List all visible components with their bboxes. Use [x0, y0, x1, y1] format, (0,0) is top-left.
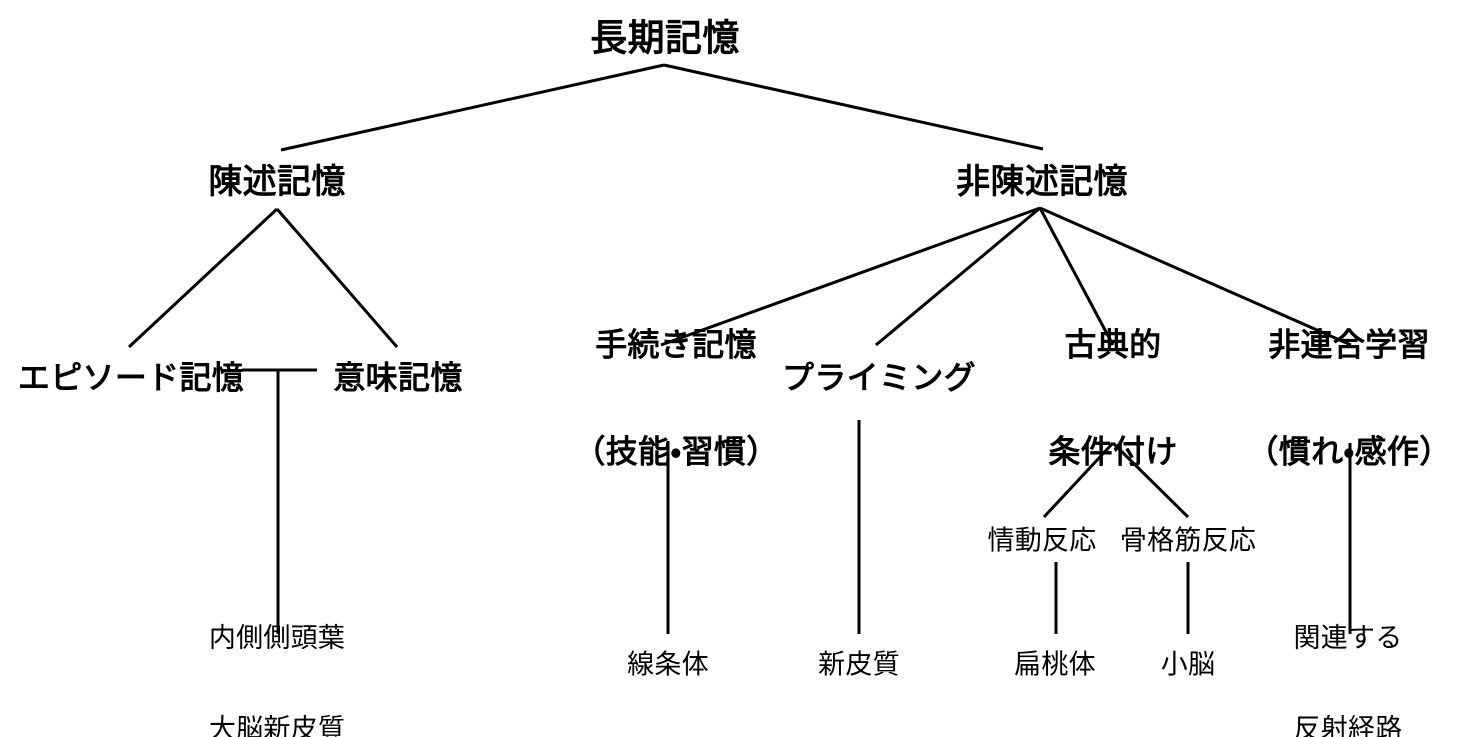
node-nonassociative-learning: 非連合学習 （慣れ・感作） [1246, 256, 1451, 543]
leaf-label-line2: 大脳新皮質 [208, 714, 346, 737]
node-long-term-memory: 長期記憶 [590, 0, 739, 142]
edge-classical-to-skeletal [1111, 441, 1190, 519]
edge-nondeclarative-to-classical [1038, 207, 1115, 346]
node-declarative-memory: 陳述記憶 [208, 87, 345, 277]
leaf-label-line1: 関連する [1293, 623, 1403, 654]
leaf-label: 線条体 [627, 649, 709, 680]
node-label-line1: 手続き記憶 [595, 326, 757, 363]
edge-root-to-nondeclarative [663, 63, 1044, 151]
node-label-line1: 非連合学習 [1268, 326, 1430, 363]
node-label: 非陳述記憶 [956, 162, 1128, 201]
edge-nondeclarative-to-priming [875, 206, 1041, 347]
edge-classical-to-emotional [1042, 441, 1115, 519]
node-emotional-response: 情動反応 [987, 465, 1096, 616]
node-classical-conditioning: 古典的 条件付け [1048, 256, 1177, 543]
node-label: エピソード記憶 [17, 359, 245, 396]
leaf-neocortex: 新皮質 [818, 589, 900, 737]
node-label: 情動反応 [987, 525, 1097, 556]
node-skeletal-muscle-response: 骨格筋反応 [1120, 465, 1256, 616]
leaf-striatum: 線条体 [627, 589, 709, 737]
node-label-line2: 条件付け [1048, 433, 1178, 470]
node-label: 陳述記憶 [208, 162, 346, 201]
leaf-label: 扁桃体 [1014, 649, 1096, 680]
node-label: 意味記憶 [333, 359, 463, 396]
leaf-reflex-pathways: 関連する 反射経路 [1293, 563, 1402, 737]
edge-nondeclarative-to-nonassociative [1039, 206, 1352, 347]
leaf-amygdala: 扁桃体 [1014, 589, 1096, 737]
node-semantic-memory: 意味記憶 [333, 288, 462, 467]
node-label-line2: （慣れ・感作） [1246, 433, 1452, 470]
node-episodic-memory: エピソード記憶 [18, 288, 244, 467]
edge-root-to-declarative [280, 63, 665, 152]
node-label-line2: （技能・習慣） [573, 433, 779, 470]
leaf-label-line2: 反射経路 [1293, 714, 1403, 737]
node-nondeclarative-memory: 非陳述記憶 [956, 87, 1128, 277]
node-label: 骨格筋反応 [1119, 525, 1257, 556]
node-priming: プライミング [782, 288, 976, 467]
node-procedural-memory: 手続き記憶 （技能・習慣） [573, 256, 778, 543]
leaf-label: 小脳 [1160, 649, 1216, 680]
edge-declarative-to-episodic [127, 207, 279, 349]
leaf-label-line1: 内側側頭葉 [208, 623, 346, 654]
edge-nondeclarative-to-procedural [660, 206, 1041, 347]
leaf-label: 新皮質 [818, 649, 900, 680]
node-label: 長期記憶 [590, 17, 740, 59]
edge-declarative-to-semantic [275, 208, 399, 348]
node-label-line1: 古典的 [1064, 326, 1162, 363]
leaf-medial-temporal-lobe: 内側側頭葉 大脳新皮質 [209, 563, 345, 737]
leaf-cerebellum: 小脳 [1161, 589, 1216, 737]
node-label: プライミング [782, 359, 976, 396]
